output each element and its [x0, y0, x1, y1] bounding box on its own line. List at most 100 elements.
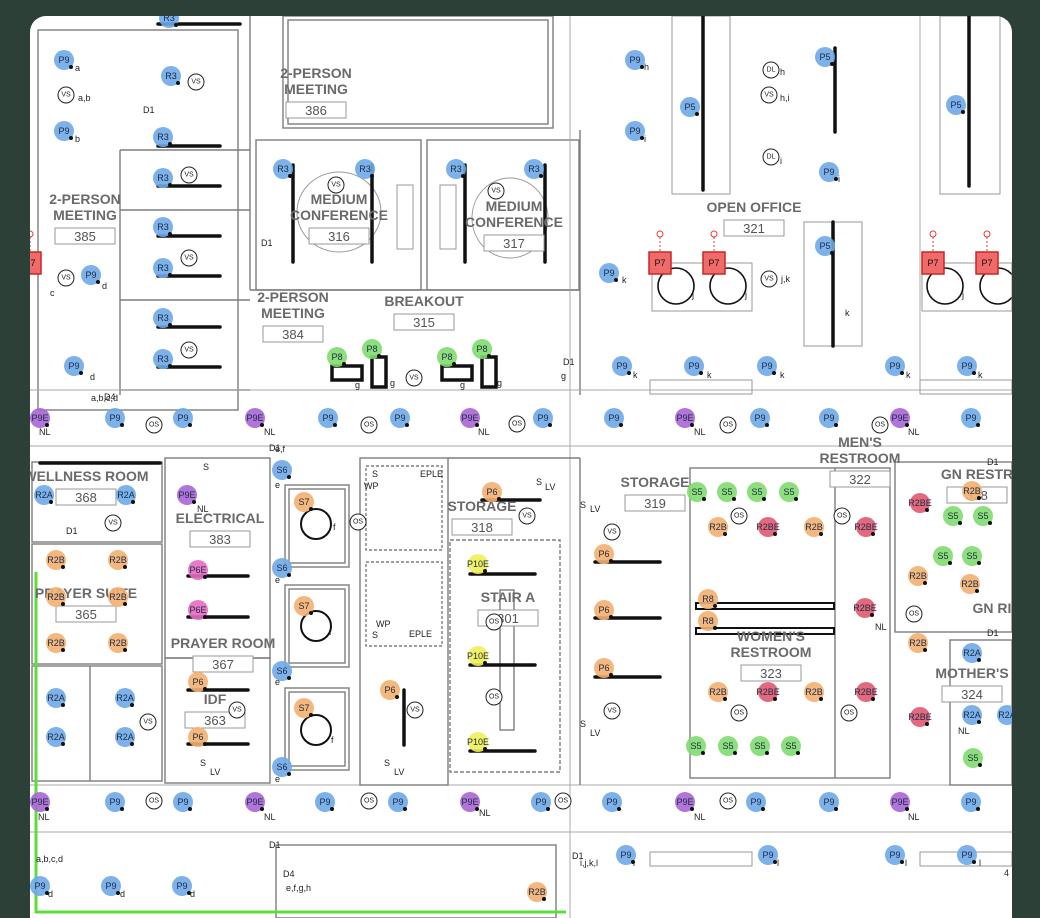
- device-marker[interactable]: P9E: [675, 792, 695, 812]
- device-marker[interactable]: S7: [294, 596, 314, 616]
- device-marker[interactable]: R3: [153, 127, 173, 147]
- device-marker[interactable]: R3: [159, 16, 179, 28]
- device-marker[interactable]: S5: [973, 506, 993, 526]
- device-marker[interactable]: R3: [446, 159, 466, 179]
- device-marker[interactable]: P9: [819, 408, 839, 428]
- device-marker[interactable]: P6: [380, 680, 400, 700]
- device-marker[interactable]: P9: [172, 876, 192, 896]
- device-marker[interactable]: P6E: [188, 560, 208, 580]
- device-marker[interactable]: R2B: [108, 633, 128, 653]
- device-marker[interactable]: P8: [472, 339, 492, 359]
- device-marker[interactable]: R2B: [46, 587, 66, 607]
- device-marker[interactable]: R3: [153, 308, 173, 328]
- device-marker[interactable]: P9: [105, 792, 125, 812]
- device-marker[interactable]: P9: [531, 792, 551, 812]
- device-marker[interactable]: R2A: [115, 727, 135, 747]
- device-marker[interactable]: P5: [680, 97, 700, 117]
- device-marker[interactable]: P9: [758, 845, 778, 865]
- device-marker[interactable]: R2BE: [756, 682, 780, 702]
- device-marker[interactable]: R2A: [46, 688, 66, 708]
- device-marker-p7[interactable]: P7: [30, 230, 42, 275]
- device-marker[interactable]: P9: [173, 792, 193, 812]
- device-marker[interactable]: S6: [272, 558, 292, 578]
- device-marker[interactable]: R2B: [108, 550, 128, 570]
- device-marker[interactable]: P9: [819, 792, 839, 812]
- device-marker[interactable]: P9E: [30, 792, 50, 812]
- device-marker[interactable]: R2B: [908, 566, 928, 586]
- device-marker[interactable]: R2A: [115, 688, 135, 708]
- device-marker[interactable]: R2BE: [854, 517, 878, 537]
- device-marker[interactable]: R8: [698, 589, 718, 609]
- device-marker[interactable]: R3: [524, 159, 544, 179]
- device-marker[interactable]: P6: [482, 482, 502, 502]
- device-marker[interactable]: P9: [101, 876, 121, 896]
- device-marker[interactable]: R2A: [34, 485, 54, 505]
- device-marker[interactable]: R2B: [46, 633, 66, 653]
- device-marker[interactable]: P9: [750, 408, 770, 428]
- device-marker[interactable]: R2B: [46, 550, 66, 570]
- device-marker[interactable]: P9: [757, 356, 777, 376]
- device-marker[interactable]: R2B: [708, 517, 728, 537]
- device-marker[interactable]: P6: [594, 544, 614, 564]
- device-marker[interactable]: P9: [616, 845, 636, 865]
- device-marker[interactable]: P10E: [467, 732, 489, 752]
- device-marker[interactable]: P9: [81, 265, 101, 285]
- device-marker[interactable]: R3: [153, 349, 173, 369]
- device-marker[interactable]: P9E: [460, 408, 480, 428]
- device-marker[interactable]: P9: [684, 356, 704, 376]
- device-marker[interactable]: S5: [718, 736, 738, 756]
- device-marker[interactable]: P6E: [188, 600, 208, 620]
- device-marker-p7[interactable]: P7: [975, 230, 999, 275]
- device-marker[interactable]: R3: [153, 258, 173, 278]
- device-marker[interactable]: P9: [625, 121, 645, 141]
- device-marker[interactable]: S7: [294, 492, 314, 512]
- device-marker[interactable]: S7: [294, 698, 314, 718]
- device-marker[interactable]: P5: [815, 47, 835, 67]
- device-marker[interactable]: R3: [153, 168, 173, 188]
- device-marker[interactable]: P9E: [245, 792, 265, 812]
- device-marker[interactable]: P9E: [890, 408, 910, 428]
- device-marker[interactable]: R2BE: [908, 493, 932, 513]
- device-marker[interactable]: P9E: [177, 485, 197, 505]
- device-marker[interactable]: P9: [961, 408, 981, 428]
- device-marker[interactable]: S6: [272, 460, 292, 480]
- device-marker[interactable]: R3: [161, 66, 181, 86]
- device-marker-p7[interactable]: P7: [921, 230, 945, 275]
- device-marker[interactable]: S5: [933, 546, 953, 566]
- device-marker[interactable]: S5: [717, 482, 737, 502]
- device-marker-p7[interactable]: P7: [702, 230, 726, 275]
- device-marker[interactable]: R2A: [962, 643, 982, 663]
- device-marker[interactable]: P9: [318, 408, 338, 428]
- device-marker[interactable]: P9: [961, 792, 981, 812]
- device-marker[interactable]: P6: [594, 600, 614, 620]
- device-marker[interactable]: S5: [943, 506, 963, 526]
- device-marker[interactable]: P6: [188, 727, 208, 747]
- device-marker[interactable]: P9: [612, 356, 632, 376]
- device-marker[interactable]: S5: [781, 736, 801, 756]
- device-marker[interactable]: R2BE: [853, 598, 877, 618]
- device-marker[interactable]: P9: [885, 356, 905, 376]
- device-marker[interactable]: P10E: [467, 646, 489, 666]
- device-marker[interactable]: P9: [885, 845, 905, 865]
- device-marker[interactable]: P6: [188, 672, 208, 692]
- device-marker[interactable]: P9E: [890, 792, 910, 812]
- device-marker[interactable]: S6: [272, 661, 292, 681]
- device-marker[interactable]: P9: [54, 121, 74, 141]
- device-marker[interactable]: P9: [599, 263, 619, 283]
- device-marker[interactable]: P9: [315, 792, 335, 812]
- device-marker[interactable]: P5: [815, 236, 835, 256]
- device-marker[interactable]: P9: [390, 408, 410, 428]
- device-marker[interactable]: R3: [273, 159, 293, 179]
- device-marker[interactable]: S5: [687, 482, 707, 502]
- device-marker[interactable]: S5: [686, 736, 706, 756]
- device-marker[interactable]: R2BE: [756, 517, 780, 537]
- device-marker[interactable]: P9: [30, 876, 50, 896]
- devices-layer[interactable]: P7P7P7P7P7R3R3R3R3R3R3R3R3R3R3R3R3P9P9P9…: [30, 16, 1012, 902]
- device-marker[interactable]: R2A: [46, 727, 66, 747]
- device-marker[interactable]: R8: [698, 611, 718, 631]
- device-marker[interactable]: R2B: [908, 633, 928, 653]
- device-marker[interactable]: P8: [362, 339, 382, 359]
- device-marker[interactable]: S5: [962, 546, 982, 566]
- device-marker[interactable]: S5: [779, 482, 799, 502]
- device-marker[interactable]: R2A: [997, 705, 1012, 725]
